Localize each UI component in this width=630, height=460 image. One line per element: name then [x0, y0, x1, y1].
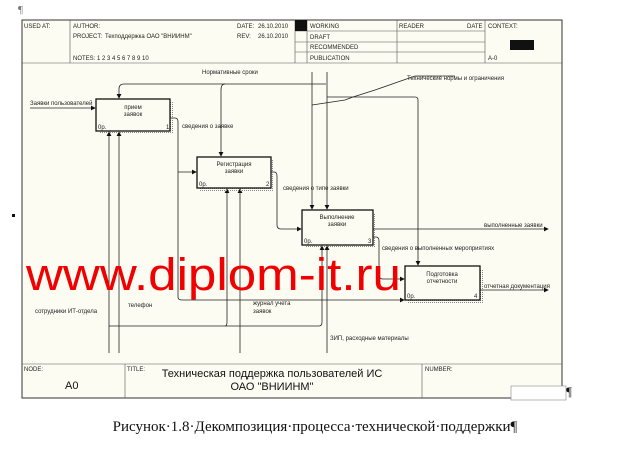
date-value: 26.10.2010 [258, 24, 289, 30]
number-field [510, 385, 567, 401]
arrow-label-phone: телефон [128, 303, 152, 309]
arrow-label-done: выполненные заявки [484, 223, 543, 229]
notes: NOTES: 1 2 3 4 5 6 7 8 9 10 [73, 56, 149, 62]
status-publication: PUBLICATION [310, 56, 350, 62]
arrow-label-materials: ЗИП, расходные материалы [330, 336, 409, 342]
box-number: 1 [166, 125, 170, 131]
arrow-label-request-info: сведения о заявке [182, 124, 234, 130]
activity-box-4[interactable]: Подготовка отчетности 0р. 4 [404, 265, 483, 303]
context-label: CONTEXT: [488, 24, 518, 30]
title-label: TITLE: [127, 367, 145, 373]
box-label: отчетности [427, 279, 458, 285]
diagram-title-line2: ОАО "ВНИИНМ" [230, 381, 313, 393]
box-label: заявки [328, 222, 347, 228]
figure-caption: Рисунок·1.8·Декомпозиция·процесса·технич… [112, 419, 518, 435]
activity-box-3[interactable]: Выполнение заявки 0р. 3 [301, 209, 376, 248]
node-value: A0 [65, 380, 78, 392]
box-cost: 0р. [304, 239, 313, 245]
box-cost: 0р. [98, 125, 107, 131]
status-recommended: RECOMMENDED [310, 45, 359, 51]
header-grid [22, 20, 562, 398]
box-label: прием [124, 105, 141, 111]
reader-date-label: DATE [467, 24, 483, 30]
reader-label: READER [399, 24, 425, 30]
activity-box-2[interactable]: Регистрация заявки 0р. 2 [196, 156, 274, 191]
node-label: NODE: [24, 367, 43, 373]
box-number: 3 [368, 239, 372, 245]
diagram-title-line1: Техническая поддержка пользователей ИС [162, 368, 383, 380]
date-label: DATE: [237, 24, 255, 30]
status-draft: DRAFT [310, 35, 330, 41]
arrow-label-journal: журнал учета [253, 301, 291, 307]
diagram-frame [21, 19, 563, 399]
author-label: AUTHOR: [73, 24, 100, 30]
box-label: Регистрация [216, 162, 251, 168]
arrow-label-staff: сотрудники ИТ-отдела [35, 309, 98, 315]
project-value: Техподдержка ОАО "ВНИИНМ" [105, 34, 192, 40]
box-number: 4 [474, 294, 478, 300]
arrow-label-reports: отчетная документация [484, 284, 550, 290]
arrow-label-request-type: сведения о типе заявки [283, 186, 349, 192]
rev-value: 26.10.2010 [258, 34, 289, 40]
activity-box-1[interactable]: прием заявок 0р. 1 [95, 98, 173, 134]
watermark: www.diplom-it.ru [25, 249, 401, 300]
box-number: 2 [266, 182, 270, 188]
context-thumbnail [510, 40, 534, 50]
rev-label: REV: [237, 34, 251, 40]
pilcrow-mark: ¶ [566, 384, 572, 399]
working-status-indicator [295, 20, 307, 31]
box-label: заявки [225, 169, 244, 175]
box-cost: 0р. [199, 182, 208, 188]
context-node: A-0 [488, 56, 498, 62]
arrow-label-journal: заявок [253, 309, 272, 315]
box-label: Подготовка [426, 272, 458, 278]
arrow-label-done-info: сведения о выполненных мероприятиях [382, 246, 494, 252]
used-at-label: USED AT: [24, 24, 51, 30]
arrow-label-user-requests: Заявки пользователей [30, 100, 92, 107]
status-working: WORKING [310, 24, 340, 30]
project-label: PROJECT: [73, 34, 102, 40]
arrows [30, 72, 549, 353]
arrow-label-tech-norms: Технические нормы и ограничения [407, 76, 504, 82]
anchor-marker [12, 214, 15, 217]
arrow-label-normative: Нормативные сроки [202, 70, 258, 76]
pilcrow-mark: ¶ [18, 4, 23, 16]
box-label: заявок [124, 112, 143, 118]
box-label: Выполнение [320, 215, 356, 221]
box-cost: 0р. [407, 294, 416, 300]
number-label: NUMBER: [425, 367, 453, 373]
